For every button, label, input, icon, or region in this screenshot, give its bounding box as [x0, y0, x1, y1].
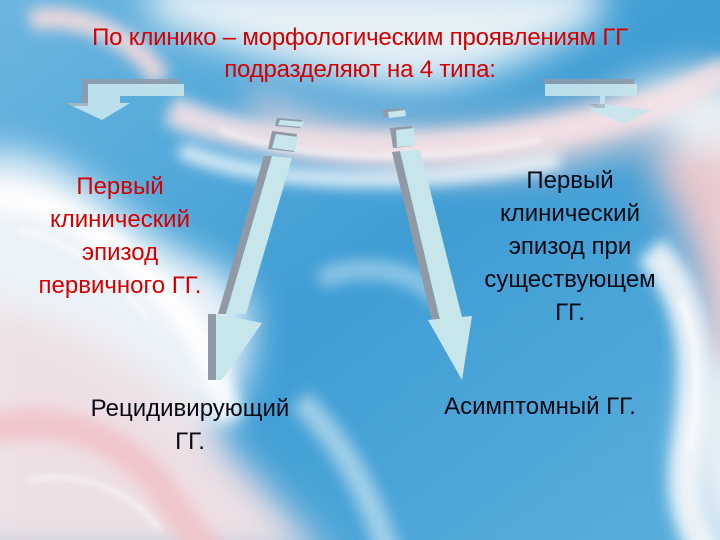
type-1-line: первичного ГГ. [38, 272, 202, 299]
type-1-line: эпизод [81, 239, 159, 266]
type-2-line: ГГ. [555, 299, 585, 326]
type-2-line: существующем [484, 266, 656, 293]
slide-title: По клинико – морфологическим проявлениям… [0, 22, 720, 86]
type-3-line: ГГ. [175, 428, 205, 455]
type-2-line: эпизод при [508, 233, 632, 260]
type-2-line: Первый [526, 167, 614, 194]
type-asymptomatic: Асимптомный ГГ. [405, 390, 675, 423]
type-3-line: Рецидивирующий [90, 395, 290, 422]
type-2-line: клинический [499, 200, 640, 227]
type-1-line: клинический [49, 206, 190, 233]
type-4-line: Асимптомный ГГ. [444, 393, 636, 420]
type-first-episode-existing: Первый клинический эпизод при существующ… [450, 164, 690, 329]
type-1-line: Первый [76, 173, 164, 200]
type-primary-first-episode: Первый клинический эпизод первичного ГГ. [10, 170, 230, 302]
title-line-2: подразделяют на 4 типа: [224, 56, 496, 83]
type-recurrent: Рецидивирующий ГГ. [55, 392, 325, 458]
title-line-1: По клинико – морфологическим проявлениям… [92, 24, 628, 51]
